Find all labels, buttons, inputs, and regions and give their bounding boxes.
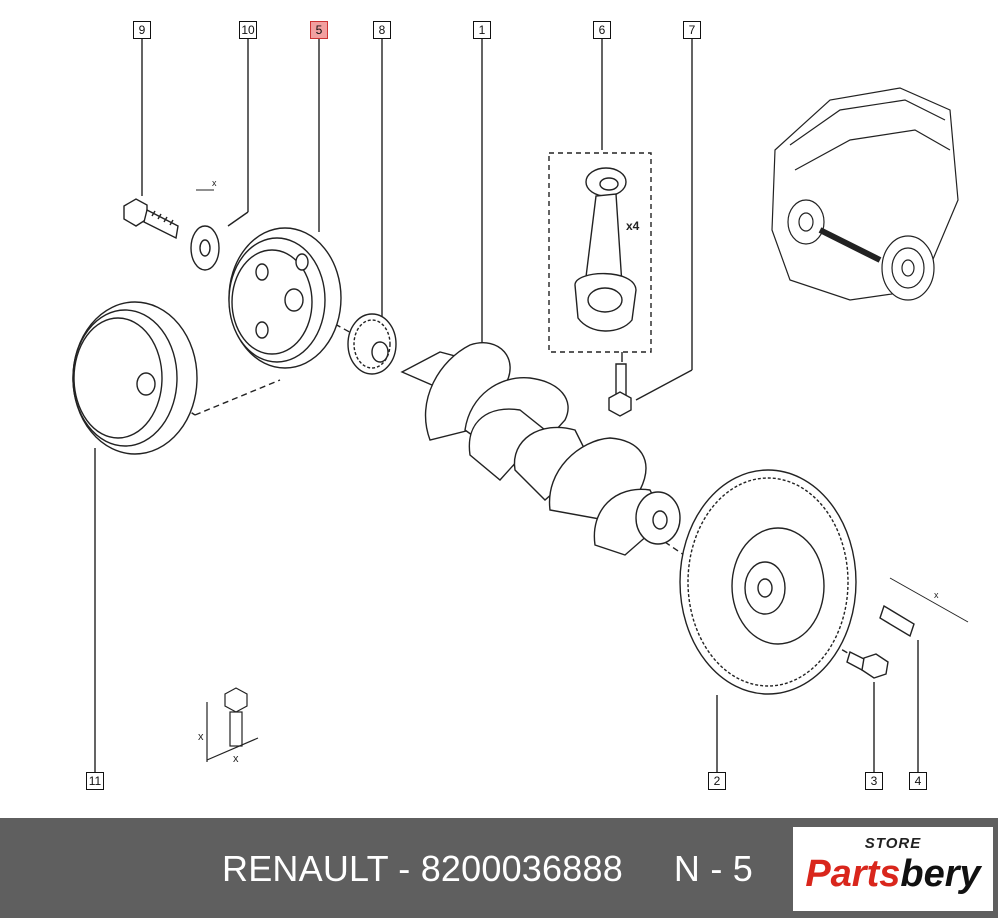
connecting-rod-illustration: x4 xyxy=(574,167,640,332)
crankshaft-illustration xyxy=(400,342,681,556)
part-number-caption: RENAULT - 8200036888 N - 5 xyxy=(222,848,753,889)
bolt-measurement-detail: x x xyxy=(198,687,259,765)
callout-1: 1 xyxy=(473,21,491,39)
callout-2: 2 xyxy=(708,772,726,790)
crankshaft-pulley-bolt-illustration xyxy=(123,198,179,240)
crankshaft-pulley-illustration xyxy=(228,227,342,369)
svg-text:x: x xyxy=(198,731,204,743)
svg-text:x: x xyxy=(212,178,217,188)
partsbery-logo: STORE Partsbery xyxy=(793,827,993,911)
callout-6: 6 xyxy=(593,21,611,39)
callout-5-highlighted: 5 xyxy=(310,21,328,39)
logo-brand-part2: bery xyxy=(900,853,981,895)
flywheel-illustration xyxy=(679,469,857,695)
callout-3: 3 xyxy=(865,772,883,790)
callout-10: 10 xyxy=(239,21,257,39)
callout-7: 7 xyxy=(683,21,701,39)
engine-assembly-illustration xyxy=(771,87,959,301)
connecting-rod-bolt-illustration xyxy=(608,363,632,417)
callout-9: 9 xyxy=(133,21,151,39)
accessory-pulley-illustration xyxy=(72,301,198,455)
logo-brand-text: Partsbery xyxy=(793,853,993,896)
callout-4: 4 xyxy=(909,772,927,790)
callout-8: 8 xyxy=(373,21,391,39)
flywheel-bolt-illustration xyxy=(846,651,889,679)
logo-store-text: STORE xyxy=(864,835,922,852)
dowel-pin-illustration: x xyxy=(879,577,969,638)
exploded-parts-diagram: x xyxy=(72,38,969,772)
svg-text:x: x xyxy=(233,753,239,765)
logo-brand-part1: Parts xyxy=(805,853,901,895)
washer-illustration: x xyxy=(190,178,220,271)
svg-text:x: x xyxy=(934,590,939,600)
svg-text:x4: x4 xyxy=(626,219,640,233)
timing-sprocket-illustration xyxy=(347,313,397,375)
callout-11: 11 xyxy=(86,772,104,790)
